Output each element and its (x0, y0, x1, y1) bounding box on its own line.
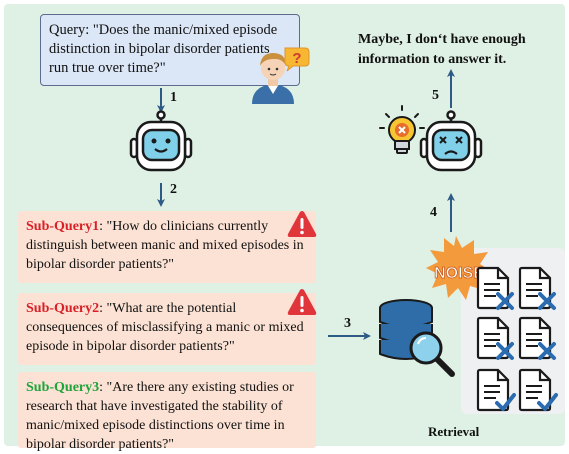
svg-text:?: ? (292, 50, 301, 67)
document-icon (518, 368, 552, 412)
sub-query-label: Sub-Query2 (26, 301, 100, 316)
step-label-1: 1 (170, 90, 177, 105)
irrelevant-mark-icon (496, 292, 514, 310)
robot-icon (129, 110, 193, 172)
noise-burst-icon (426, 236, 492, 300)
answer-line-2: information to answer it. (358, 52, 507, 67)
noise-label: NOISE (434, 265, 484, 282)
database-icon (379, 299, 433, 360)
warning-icon (287, 211, 317, 237)
sub-query-box-1: Sub-Query1: "How do clinicians currently… (18, 211, 316, 283)
step-label-3: 3 (344, 316, 351, 331)
document-icon (476, 368, 510, 412)
user-icon (252, 53, 294, 104)
warning-icon (287, 289, 317, 315)
sub-query-label: Sub-Query3 (26, 380, 100, 395)
irrelevant-mark-icon (538, 342, 556, 360)
sub-query-text: : "Are there any existing studies or res… (26, 380, 294, 452)
relevant-check-icon (495, 393, 516, 411)
step-label-2: 2 (170, 182, 177, 197)
query-prefix: Query: (49, 22, 93, 38)
retrieval-label: Retrieval (428, 424, 480, 439)
sub-query-box-2: Sub-Query2: "What are the potential cons… (18, 293, 316, 365)
irrelevant-mark-icon (496, 342, 514, 360)
sub-query-box-3: Sub-Query3: "Are there any existing stud… (18, 372, 316, 452)
query-text: "Does the manic/mixed episode distinctio… (49, 22, 278, 76)
magnifier-icon (409, 331, 455, 377)
answer-line-1: Maybe, I don‘t have enough (358, 32, 526, 47)
irrelevant-mark-icon (538, 292, 556, 310)
answer-text: Maybe, I don‘t have enough information t… (358, 30, 526, 70)
sub-query-label: Sub-Query1 (26, 219, 100, 234)
relevant-check-icon (537, 393, 558, 411)
sub-query-text: : "How do clinicians currently distingui… (26, 219, 304, 272)
confused-robot-icon (419, 110, 483, 172)
step-label-5: 5 (432, 88, 439, 103)
query-box: Query: "Does the manic/mixed episode dis… (40, 14, 300, 86)
sub-query-text: : "What are the potential consequences o… (26, 301, 304, 354)
question-bubble-icon: ? (284, 47, 310, 72)
step-label-4: 4 (430, 205, 437, 220)
lightbulb-icon (379, 105, 425, 154)
